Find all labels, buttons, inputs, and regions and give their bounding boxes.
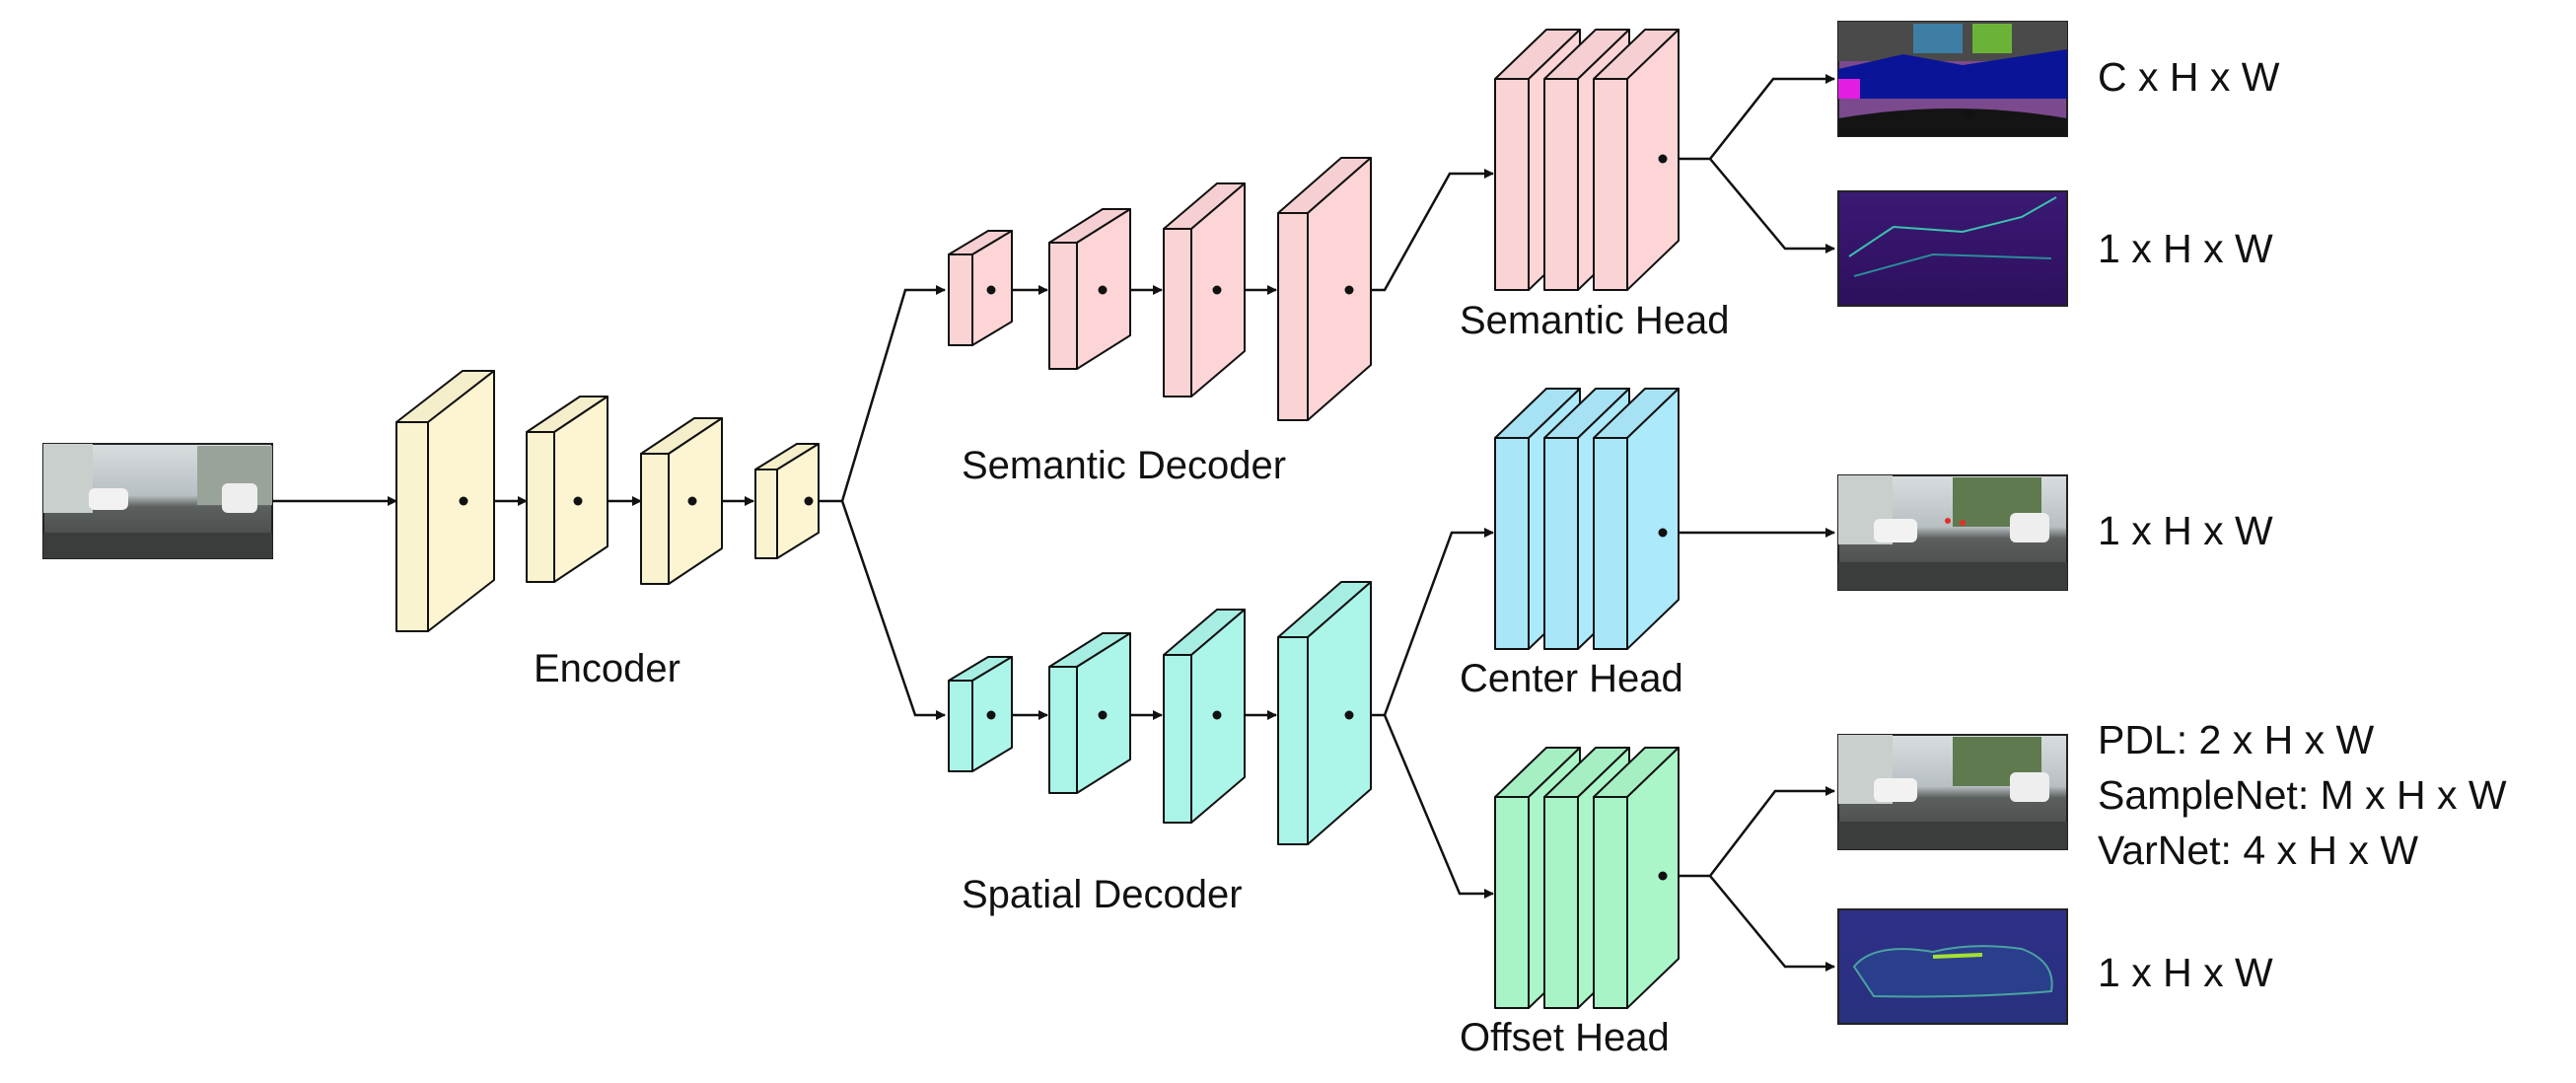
semantic-uncert-image	[1837, 190, 2068, 307]
arrow-offsethead-to-offset	[1663, 786, 1835, 878]
encoder-block-4-front	[754, 469, 778, 559]
encoder-dot-2	[573, 496, 583, 506]
input-image	[42, 443, 273, 559]
offset-uncert-output-label: 1 x H x W	[2098, 950, 2273, 995]
semantic-head-slab-1-front	[1494, 78, 1530, 291]
semantic-seg-output-label: C x H x W	[2098, 54, 2280, 100]
spatial-dot-1	[986, 710, 996, 720]
offset-head-slab-1-front	[1494, 796, 1530, 1009]
center-head-slab-1-front	[1494, 437, 1530, 650]
center-image	[1837, 474, 2068, 591]
arrow-offsethead-to-uncert	[1709, 875, 1835, 972]
offset-varnet-label: VarNet: 4 x H x W	[2098, 828, 2419, 873]
offset-pdl-label: PDL: 2 x H x W	[2098, 717, 2375, 762]
semantic-dot-1	[986, 285, 996, 295]
arrow-spa-to-offsethead	[1383, 714, 1494, 899]
semantic-head-slab-2-front	[1543, 78, 1579, 291]
center-head-label: Center Head	[1460, 657, 1683, 700]
offset-samplenet-label: SampleNet: M x H x W	[2098, 772, 2507, 818]
spatial-dot-3	[1212, 710, 1222, 720]
center-head-slab-3-front	[1593, 437, 1628, 650]
spatial-decoder-label: Spatial Decoder	[962, 873, 1243, 916]
semantic-decoder-label: Semantic Decoder	[962, 444, 1287, 487]
spatial-decoder-block-4-front	[1277, 636, 1309, 845]
spatial-decoder-block-2-front	[1048, 666, 1078, 794]
encoder-dot-4	[804, 496, 814, 506]
center-head-slab-2-front	[1543, 437, 1579, 650]
encoder-dot-3	[687, 496, 697, 506]
semantic-dot-4	[1344, 285, 1354, 295]
offset-head-slab-3-front	[1593, 796, 1628, 1009]
semantic-decoder-block-1-front	[948, 253, 973, 346]
arrow-enc-to-spatial	[840, 500, 946, 720]
arrow-semhead-to-uncert	[1709, 158, 1835, 253]
offset-uncert-image	[1837, 908, 2068, 1025]
junction-dots	[459, 154, 1668, 881]
center-output-label: 1 x H x W	[2098, 508, 2273, 553]
semantic-head-label: Semantic Head	[1460, 299, 1730, 342]
semantic-seg-image	[1837, 21, 2068, 137]
spatial-dot-2	[1098, 710, 1108, 720]
offset-head-dot	[1658, 871, 1668, 881]
semantic-decoder-block-3-front	[1163, 228, 1192, 397]
encoder-dot-1	[459, 496, 468, 506]
spatial-decoder-block-3-front	[1163, 654, 1192, 824]
spatial-dot-4	[1344, 710, 1354, 720]
semantic-dot-3	[1212, 285, 1222, 295]
offset-image	[1837, 734, 2068, 850]
semantic-head-slab-3-front	[1593, 78, 1628, 291]
encoder-block-3-front	[640, 453, 670, 585]
offset-head-label: Offset Head	[1460, 1016, 1670, 1059]
spatial-decoder-block-1-front	[948, 680, 973, 772]
semantic-head-dot	[1658, 154, 1668, 164]
network-blocks	[395, 29, 1680, 1009]
semantic-decoder-block-2-front	[1048, 242, 1078, 370]
offset-head-slab-2-front	[1543, 796, 1579, 1009]
center-head-dot	[1658, 528, 1668, 538]
semantic-dot-2	[1098, 285, 1108, 295]
arrow-enc-to-semantic	[809, 285, 946, 503]
encoder-label: Encoder	[534, 647, 680, 690]
encoder-block-1-front	[395, 421, 429, 632]
semantic-uncert-output-label: 1 x H x W	[2098, 226, 2273, 271]
semantic-decoder-block-4-front	[1277, 212, 1309, 421]
arrow-semhead-to-seg	[1663, 74, 1835, 161]
encoder-block-2-front	[526, 431, 555, 583]
